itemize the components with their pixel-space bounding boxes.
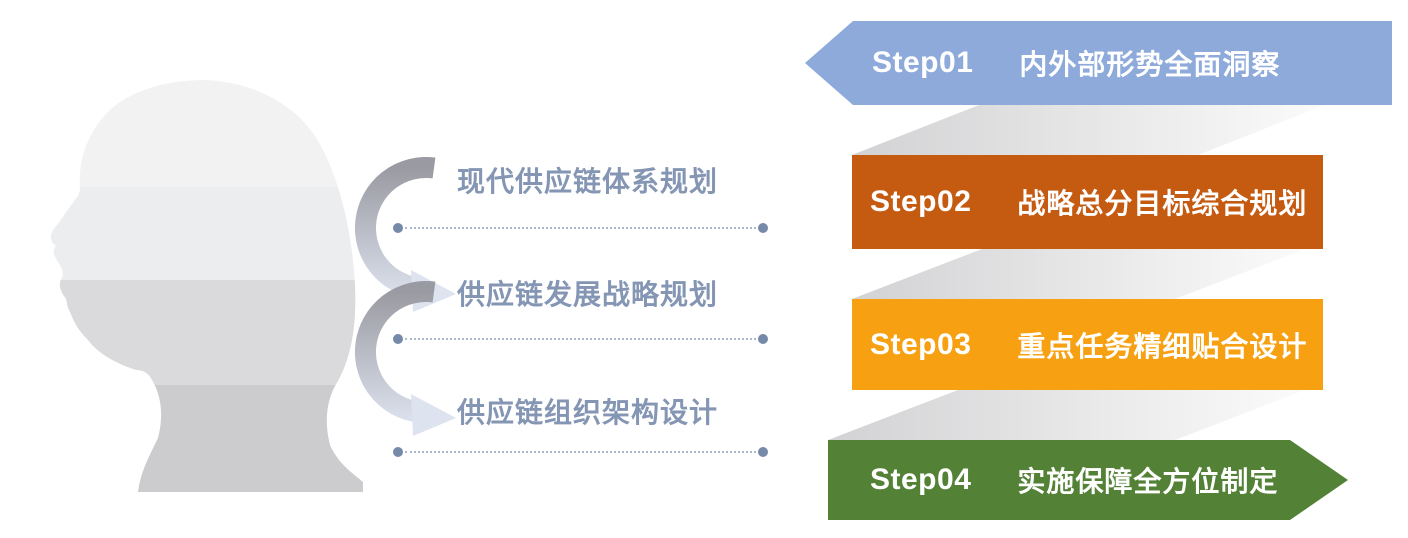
head-band-4 <box>50 385 364 492</box>
step-id: Step04 <box>870 463 972 496</box>
step-banner-step04: Step04 实施保障全方位制定 <box>828 440 1348 520</box>
step-banner-step03: Step03 重点任务精细贴合设计 <box>852 299 1323 390</box>
step-id: Step03 <box>870 327 972 361</box>
dotted-connector-1 <box>393 223 768 233</box>
step-banner-step02: Step02 战略总分目标综合规划 <box>852 155 1323 249</box>
connector-dot-left <box>393 447 403 457</box>
step-label: 战略总分目标综合规划 <box>1017 188 1308 219</box>
connector-dot-right <box>758 223 768 233</box>
connector-dot-left <box>393 223 403 233</box>
connector-dot-right <box>758 447 768 457</box>
fold-ribbon-1 <box>852 105 1325 155</box>
head-band-3 <box>50 280 364 385</box>
arrowhead-icon <box>411 394 456 436</box>
connector-dashes <box>405 338 756 340</box>
fold-ribbon-2 <box>852 249 1305 299</box>
process-item-label-1: 现代供应链体系规划 <box>457 166 719 197</box>
fold-ribbon-3 <box>828 390 1305 440</box>
head-band-1 <box>50 80 364 187</box>
dotted-connector-3 <box>393 447 768 457</box>
step-id: Step02 <box>870 185 972 218</box>
process-item-label-3: 供应链组织架构设计 <box>457 397 719 428</box>
connector-dot-right <box>758 334 768 344</box>
connector-dashes <box>405 227 756 229</box>
connector-dashes <box>405 451 756 453</box>
step-label: 内外部形势全面洞察 <box>1019 49 1281 80</box>
dotted-connector-2 <box>393 334 768 344</box>
head-silhouette <box>50 80 364 492</box>
step-banner-step01: Step01 内外部形势全面洞察 <box>805 21 1392 105</box>
step-label: 实施保障全方位制定 <box>1017 466 1279 497</box>
connector-dot-left <box>393 334 403 344</box>
head-band-2 <box>50 187 364 280</box>
process-item-label-2: 供应链发展战略规划 <box>457 279 719 310</box>
step-label: 重点任务精细贴合设计 <box>1017 330 1308 362</box>
curved-arrow-2 <box>354 280 456 436</box>
step-id: Step01 <box>872 46 974 79</box>
